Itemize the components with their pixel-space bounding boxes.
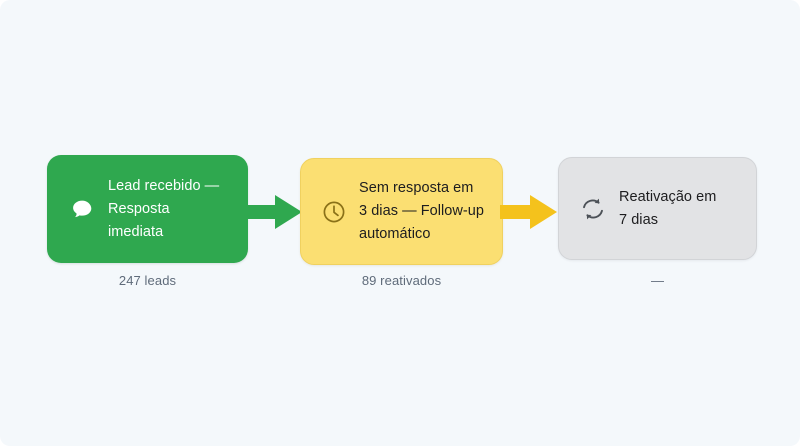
flow-node-label: Lead recebido — Resposta imediata xyxy=(108,177,220,240)
clock-icon xyxy=(315,199,353,225)
arrow-right-icon-2 xyxy=(500,192,558,237)
flow-node-caption-sem-resposta: 89 reativados xyxy=(361,273,442,288)
flow-node-caption-reativacao: — xyxy=(650,273,665,288)
flow-node-label: Sem resposta em 3 dias — Follow-up autom… xyxy=(359,180,485,242)
flow-node-label: Reativação em 7 dias xyxy=(619,188,717,228)
refresh-icon xyxy=(573,195,613,223)
flow-node-caption-lead-recebido: 247 leads xyxy=(118,273,177,288)
flow-node-sem-resposta[interactable]: Sem resposta em 3 dias — Follow-up autom… xyxy=(300,158,503,265)
speech-bubble-icon xyxy=(63,196,101,222)
arrow-right-icon-1 xyxy=(245,192,303,237)
flow-node-lead-recebido[interactable]: Lead recebido — Resposta imediata xyxy=(47,155,248,263)
flow-node-reativacao[interactable]: Reativação em 7 dias xyxy=(558,157,757,260)
